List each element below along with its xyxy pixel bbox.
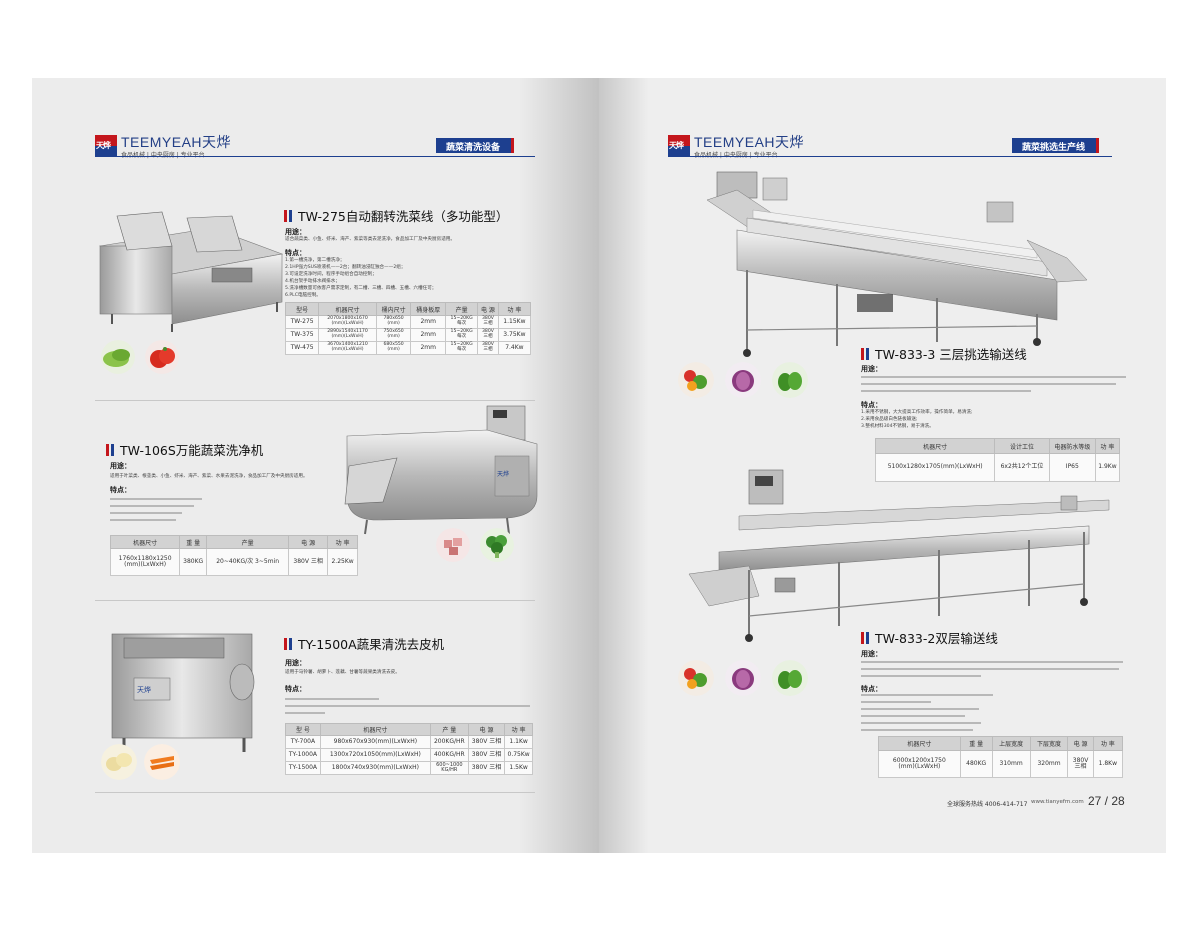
catalog-spread: 天烨 TEEMYEAH天烨 食品机械 | 中央厨房 | 专业平台 蔬菜清洗设备 xyxy=(32,78,1166,853)
brand-name: TEEMYEAH天烨 xyxy=(121,134,232,150)
pepper-thumbnail xyxy=(772,660,808,696)
feature-2: 2.1HP强力SUS喷液机——2台；翻转油浸缸独合——2组； xyxy=(285,265,406,270)
website: www.tianyefm.com xyxy=(1031,799,1084,805)
table-row: 1760x1180x1250 (mm)(LxWxH)380KG 20~40KG/… xyxy=(109,548,358,576)
mixed-vegetables-thumbnail xyxy=(678,660,714,696)
feature-4: 4.机台架手动排水阀排水； xyxy=(285,279,340,284)
header-rule xyxy=(668,156,1112,157)
product-title-tw-275: TW-275自动翻转洗菜线（多功能型） xyxy=(284,206,508,225)
section-divider xyxy=(95,400,535,401)
feature-3: 3.可设定洗净时间，程序手动组合自动控制； xyxy=(285,272,377,277)
feature-text-placeholder xyxy=(285,698,379,700)
feature-label: 特点： xyxy=(285,685,306,693)
meat-thumbnail xyxy=(436,528,470,562)
mixed-vegetables-thumbnail xyxy=(678,362,714,398)
spec-table-tw-833-2: 机器尺寸重 量上层宽度 下层宽度电 源功 率 6000x1200x1750 (m… xyxy=(878,736,1124,778)
feature-6: 6.PLC电脑控制。 xyxy=(285,293,321,298)
use-text: 适合蔬菜类、小鱼、虾米、海产、紫菜等类去泥洗净，食品加工厂及中央厨房适用。 xyxy=(285,237,455,242)
use-text-placeholder xyxy=(861,376,1126,378)
feature-label: 特点： xyxy=(861,685,882,693)
product-title-ty-1500a: TY-1500A蔬果清洗去皮机 xyxy=(284,634,444,653)
brand-mark-icon: 天烨 xyxy=(668,135,690,157)
page-numbers: 27 / 28 xyxy=(1088,794,1125,808)
feature-label: 特点： xyxy=(285,249,306,257)
section-tab: 蔬菜挑选生产线 xyxy=(1012,138,1100,153)
brand-logo: 天烨 TEEMYEAH天烨 食品机械 | 中央厨房 | 专业平台 xyxy=(95,135,231,159)
tw-833-2-machine-image xyxy=(688,469,1110,642)
use-text: 适用于马铃薯、胡萝卜、莲藕、甘薯等蔬果类清洗去皮。 xyxy=(285,670,400,675)
feature-label: 特点： xyxy=(861,401,882,409)
tomato-thumbnail xyxy=(145,340,179,374)
service-hotline: 全球服务热线 4006-414-717 xyxy=(947,801,1028,808)
tw-275-machine-image xyxy=(98,211,284,332)
brand-mark-icon: 天烨 xyxy=(95,135,117,157)
left-page: 天烨 TEEMYEAH天烨 食品机械 | 中央厨房 | 专业平台 蔬菜清洗设备 xyxy=(32,78,599,853)
brand-name: TEEMYEAH天烨 xyxy=(694,134,805,150)
product-title-tw-106s: TW-106S万能蔬菜洗净机 xyxy=(106,440,263,459)
feature-text-placeholder xyxy=(110,498,202,500)
right-page: 天烨 TEEMYEAH天烨 食品机械 | 中央厨房 | 专业平台 蔬菜挑选生产线 xyxy=(599,78,1166,853)
section-divider xyxy=(95,792,535,793)
use-label: 用途： xyxy=(861,365,882,373)
ty-1500a-machine-image: 天烨 xyxy=(111,633,255,752)
use-label: 用途： xyxy=(285,659,306,667)
feature-5: 5.洗净槽数量可依客户需求定制，有二槽、三槽、四槽、五槽、六槽任可； xyxy=(285,286,437,291)
onion-thumbnail xyxy=(725,362,761,398)
use-label: 用途： xyxy=(110,462,131,470)
product-title-tw-833-2: TW-833-2双层输送线 xyxy=(861,628,998,647)
section-divider xyxy=(95,600,535,601)
use-label: 用途： xyxy=(861,650,882,658)
brand-logo: 天烨 TEEMYEAH天烨 食品机械 | 中央厨房 | 专业平台 xyxy=(668,135,804,159)
onion-thumbnail xyxy=(725,660,761,696)
feature-2: 2.采用食品级白色链板输送; xyxy=(861,417,918,422)
section-tab: 蔬菜清洗设备 xyxy=(436,138,515,153)
feature-3: 3.整机材料304不锈钢，易于清洗。 xyxy=(861,424,934,429)
feature-text-placeholder xyxy=(861,694,993,696)
lettuce-thumbnail xyxy=(101,340,135,374)
feature-1: 1.采用不锈钢，大大提高工作效率，操作简单，易清洗; xyxy=(861,410,973,415)
brand-tagline: 食品机械 | 中央厨房 | 专业平台 xyxy=(121,150,231,159)
spec-table-tw-106s: 机器尺寸重 量产量 电 源功 率 1760x1180x1250 (mm)(LxW… xyxy=(109,535,358,576)
use-text-placeholder xyxy=(861,661,1123,663)
tw-106s-machine-image: 天烨 xyxy=(344,405,538,535)
potato-thumbnail xyxy=(101,744,137,780)
header-rule xyxy=(95,156,535,157)
use-text: 适用于叶菜类、根茎类、小鱼、虾米、海产、紫菜、水果去泥洗净，食品加工厂及中央厨房… xyxy=(110,474,308,479)
use-label: 用途： xyxy=(285,228,306,236)
broccoli-thumbnail xyxy=(480,528,514,562)
brand-tagline: 食品机械 | 中央厨房 | 专业平台 xyxy=(694,150,804,159)
spec-table-tw-833-3: 机器尺寸设计工位 电器防水等级功 率 5100x1280x1705(mm)(Lx… xyxy=(874,438,1121,482)
pepper-thumbnail xyxy=(772,362,808,398)
feature-label: 特点： xyxy=(110,486,131,494)
svg-text:天烨: 天烨 xyxy=(137,685,151,694)
tw-833-3-machine-image xyxy=(706,171,1088,357)
svg-text:天烨: 天烨 xyxy=(497,470,509,478)
carrot-thumbnail xyxy=(144,744,180,780)
feature-1: 1.第一槽洗净，第二槽洗净； xyxy=(285,258,345,263)
product-title-tw-833-3: TW-833-3 三层挑选输送线 xyxy=(861,344,1027,363)
